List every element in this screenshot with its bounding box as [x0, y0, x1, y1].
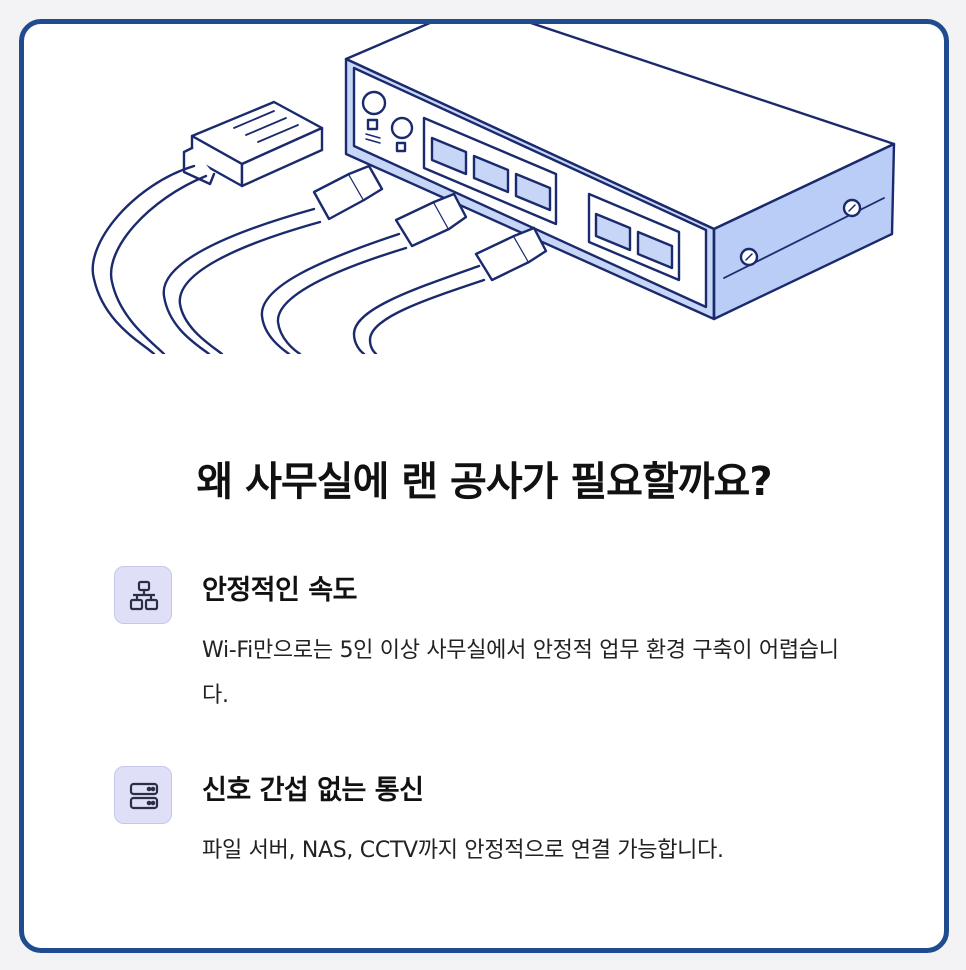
- info-card: 왜 사무실에 랜 공사가 필요할까요? 안정적인 속도 Wi-Fi만으로는 5인…: [19, 19, 949, 953]
- feature-description: Wi-Fi만으로는 5인 이상 사무실에서 안정적 업무 환경 구축이 어렵습니…: [202, 638, 839, 708]
- feature-heading: 신호 간섭 없는 통신: [202, 775, 424, 806]
- network-switch-illustration: [91, 24, 896, 354]
- feature-description: 파일 서버, NAS, CCTV까지 안정적으로 연결 가능합니다.: [202, 838, 724, 863]
- page-title: 왜 사무실에 랜 공사가 필요할까요?: [196, 459, 772, 505]
- network-icon: [114, 566, 172, 624]
- server-icon: [114, 766, 172, 824]
- feature-heading: 안정적인 속도: [202, 575, 357, 606]
